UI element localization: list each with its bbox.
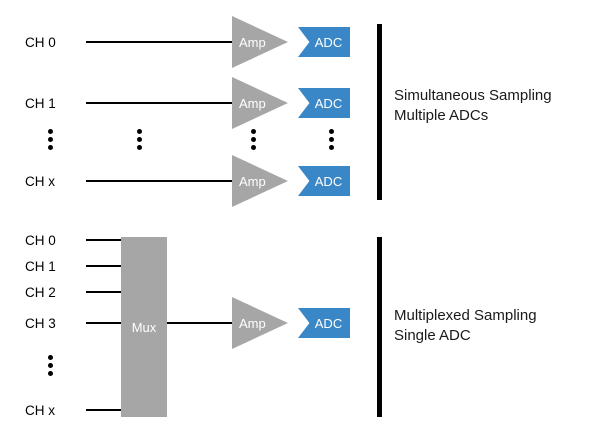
channel-label: CH x (25, 174, 55, 189)
signal-wire (86, 239, 121, 241)
vertical-ellipsis-icon (137, 129, 142, 150)
amp-label: Amp (239, 173, 266, 189)
vertical-ellipsis-icon (48, 355, 53, 376)
channel-label: CH 0 (25, 233, 56, 248)
caption-line: Multiple ADCs (394, 107, 489, 125)
amp-symbol: Amp (232, 77, 288, 129)
caption-line: Simultaneous Sampling (394, 87, 552, 104)
adc-block: ADC (298, 88, 350, 118)
amp-label: Amp (239, 95, 266, 111)
amp-symbol: Amp (232, 16, 288, 68)
mux-block: Mux (121, 237, 167, 417)
signal-wire (167, 322, 232, 324)
channel-label: CH 0 (25, 35, 56, 50)
channel-label: CH 3 (25, 316, 56, 331)
channel-label: CH x (25, 403, 55, 418)
vertical-ellipsis-icon (48, 129, 53, 150)
section-divider-bar (377, 24, 382, 200)
signal-wire (86, 41, 232, 43)
adc-block: ADC (298, 166, 350, 196)
channel-label: CH 1 (25, 259, 56, 274)
adc-block: ADC (298, 27, 350, 57)
caption-multiplexed: Multiplexed Sampling Single ADC (394, 306, 537, 347)
adc-label: ADC (314, 95, 343, 111)
amp-symbol: Amp (232, 155, 288, 207)
mux-label: Mux (131, 319, 157, 335)
amp-label: Amp (239, 34, 266, 50)
adc-label: ADC (314, 34, 343, 50)
signal-wire (86, 409, 121, 411)
adc-block: ADC (298, 308, 350, 338)
vertical-ellipsis-icon (251, 129, 256, 150)
signal-wire (86, 322, 121, 324)
vertical-ellipsis-icon (329, 129, 334, 150)
adc-label: ADC (314, 173, 343, 189)
channel-label: CH 1 (25, 96, 56, 111)
signal-wire (86, 102, 232, 104)
amp-symbol: Amp (232, 297, 288, 349)
amp-label: Amp (239, 315, 266, 331)
caption-line: Multiplexed Sampling (394, 307, 537, 324)
caption-line: Single ADC (394, 327, 471, 345)
channel-label: CH 2 (25, 285, 56, 300)
signal-wire (86, 180, 232, 182)
signal-wire (86, 265, 121, 267)
section-divider-bar (377, 237, 382, 417)
caption-simultaneous: Simultaneous Sampling Multiple ADCs (394, 86, 552, 127)
adc-label: ADC (314, 315, 343, 331)
signal-wire (86, 291, 121, 293)
